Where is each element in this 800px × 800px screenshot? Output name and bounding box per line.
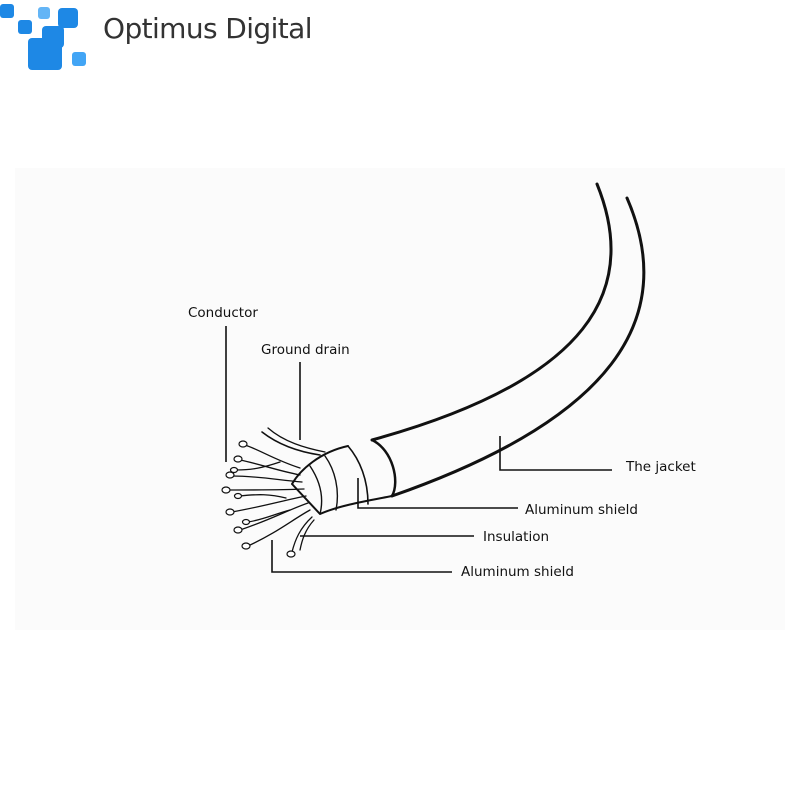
ground-drain-wire xyxy=(261,431,321,456)
diagram-panel xyxy=(15,168,785,630)
label-aluminum-shield-inner: Aluminum shield xyxy=(461,564,574,580)
label-jacket: The jacket xyxy=(626,459,696,475)
jacket-end xyxy=(370,438,397,498)
brand-logo[interactable]: Optimus Digital xyxy=(0,0,340,80)
label-conductor: Conductor xyxy=(188,305,258,321)
aluminum-shield-inner-leader xyxy=(271,540,452,573)
brand-name: Optimus Digital xyxy=(103,12,312,45)
jacket-bottom-edge xyxy=(390,196,646,498)
aluminum-shield-tube xyxy=(291,445,393,515)
label-ground-drain: Ground drain xyxy=(261,342,350,358)
jacket-leader xyxy=(499,436,612,471)
pixel-squares-logo-icon xyxy=(0,4,86,70)
label-insulation: Insulation xyxy=(483,529,550,545)
aluminum-shield-outer-leader xyxy=(357,478,518,509)
jacket-top-edge xyxy=(370,182,613,442)
label-aluminum-shield-outer: Aluminum shield xyxy=(525,502,638,518)
